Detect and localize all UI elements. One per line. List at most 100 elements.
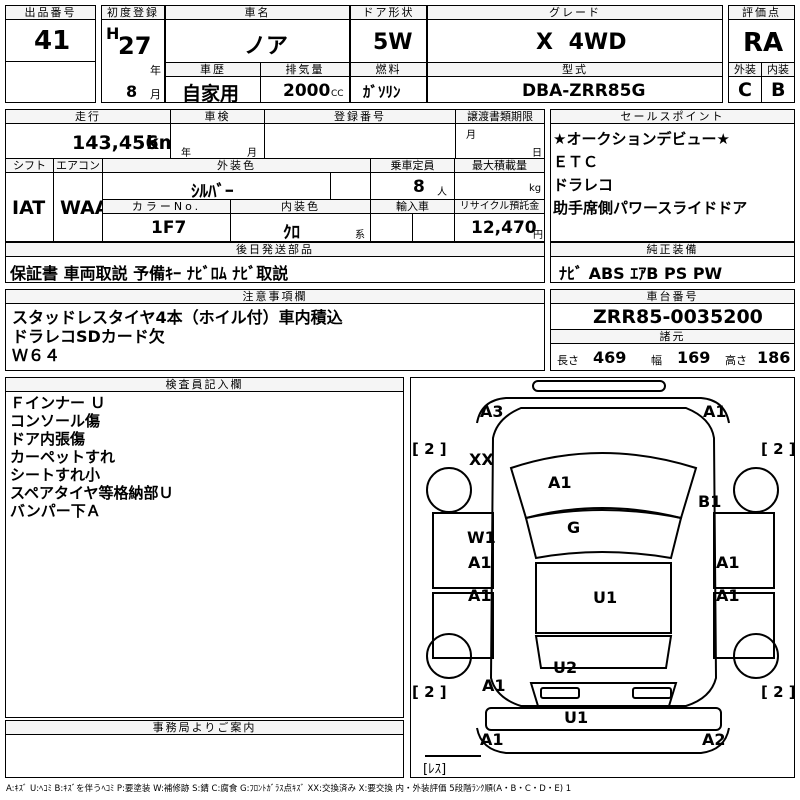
int-label: 内装 [761, 62, 795, 77]
inspector-line: コンソール傷 [10, 412, 101, 430]
later-parts: 保証書 車両取説 予備ｷｰ ﾅﾋﾞﾛﾑ ﾅﾋﾞ取説 [10, 264, 289, 283]
door-label: ドア形状 [350, 5, 427, 20]
grade-cell: X 4WD [427, 19, 723, 63]
inspection-label: 車検 [170, 109, 265, 124]
inspector-line: カーペットすれ [10, 448, 116, 466]
model: DBA-ZRR85G [522, 81, 646, 101]
ac-label: エアコン [53, 158, 103, 173]
reg-number-cell [264, 123, 456, 159]
transfer-month-unit: 月 [466, 130, 476, 141]
displacement-cell: 2000 CC [260, 76, 350, 103]
length-label: 長さ [557, 354, 579, 367]
car-diagram: A3 A1 XX A1 B1 W1 G A1 A1 A1 U1 A1 U2 A1… [410, 377, 796, 778]
era: H [106, 24, 120, 43]
int-color-label: 内装色 [230, 199, 371, 214]
import-cell-2 [412, 213, 455, 242]
transfer-cell: 月 日 [455, 123, 545, 159]
transfer-day-unit: 日 [532, 148, 542, 159]
sales-points-list: ★オークションデビュー★ ＥＴＣ ドラレコ 助手席側パワースライドドア [550, 123, 795, 242]
ext-label: 外装 [728, 62, 762, 77]
shift-label: シフト [5, 158, 54, 173]
door-type: 5W [373, 30, 413, 55]
mileage-cell: 143,456 km [5, 123, 178, 159]
height: 186 [757, 348, 791, 367]
sales-point-item: 助手席側パワースライドドア [553, 199, 748, 217]
displacement-label: 排気量 [260, 62, 350, 77]
width-label: 幅 [651, 354, 662, 367]
history-label: 車歴 [165, 62, 261, 77]
damage-mark: A3 [480, 402, 504, 421]
specs-label: 諸元 [550, 329, 795, 344]
recycle-cell: 12,470 円 [454, 213, 545, 242]
int-color-unit: 系 [355, 230, 365, 241]
inspection-year-unit: 年 [181, 148, 191, 159]
reg-month: 8 [126, 82, 138, 101]
int-score: B [771, 79, 786, 101]
car-name: ノア [244, 34, 289, 59]
damage-mark: A1 [482, 676, 506, 695]
damage-mark: B1 [698, 492, 722, 511]
grade: X 4WD [536, 30, 627, 55]
later-parts-cell: 保証書 車両取説 予備ｷｰ ﾅﾋﾞﾛﾑ ﾅﾋﾞ取説 [5, 256, 545, 283]
damage-mark: A1 [480, 730, 504, 749]
sales-point-item: ★オークションデビュー★ [553, 130, 730, 148]
damage-mark: U1 [564, 708, 589, 727]
inspector-line: バンパー下Ａ [10, 502, 101, 520]
chassis-cell: ZRR85-0035200 [550, 303, 795, 330]
name-label: 車名 [165, 5, 350, 20]
color-no-label: カラーNo. [102, 199, 231, 214]
reg-year: 27 [118, 32, 152, 60]
inspector-notes: Ｆインナー Ｕ コンソール傷 ドア内張傷 カーペットすれ シートすれ小 スペアタ… [5, 391, 404, 718]
ext-cell: C [728, 76, 762, 103]
lot-label: 出品番号 [5, 5, 96, 20]
color: ｼﾙﾊﾞｰ [191, 182, 234, 202]
damage-mark: A1 [716, 586, 740, 605]
int-color-cell: ｸﾛ 系 [230, 213, 371, 243]
ext-score: C [738, 79, 752, 101]
mileage-label: 走行 [5, 109, 171, 124]
lot-cell: 41 [5, 19, 96, 62]
sales-point-item: ドラレコ [553, 176, 614, 194]
int-color: ｸﾛ [283, 223, 300, 243]
recycle-unit: 円 [533, 230, 543, 241]
first-reg-label: 初度登録 [101, 5, 165, 20]
damage-mark: A1 [468, 553, 492, 572]
mileage: 143,456 [72, 132, 159, 154]
name-cell: ノア [165, 19, 350, 63]
damage-mark: A1 [703, 402, 727, 421]
tire-depth: [ 2 ] [761, 440, 796, 458]
color-no-cell: 1F7 [102, 213, 231, 242]
first-reg-cell: H 27 年 8 月 [101, 19, 165, 103]
genuine-label: 純正装備 [550, 242, 795, 257]
note-line: スタッドレスタイヤ4本（ホイル付）車内積込 [12, 308, 343, 327]
import-label: 輸入車 [370, 199, 455, 214]
reg-number-label: 登録番号 [264, 109, 456, 124]
history-cell: 自家用 [165, 76, 261, 105]
tire-depth: [ 2 ] [412, 683, 447, 701]
ac: WAA [60, 197, 110, 219]
model-label: 型式 [427, 62, 723, 77]
capacity-label: 乗車定員 [370, 158, 455, 173]
width: 169 [677, 348, 711, 367]
sales-point-item: ＥＴＣ [553, 153, 599, 171]
inspector-line: スペアタイヤ等格納部Ｕ [10, 484, 174, 502]
tire-depth: [ 2 ] [412, 440, 447, 458]
note-line: ドラレコSDカード欠 [12, 327, 165, 346]
damage-mark: W1 [467, 528, 496, 547]
damage-mark: U2 [553, 658, 578, 677]
month-unit: 月 [150, 88, 161, 101]
door-cell: 5W [350, 19, 427, 63]
fuel-cell: ｶﾞｿﾘﾝ [350, 76, 427, 103]
capacity-cell: 8 人 [370, 172, 455, 200]
note-line: Ｗ６４ [12, 346, 61, 365]
capacity-unit: 人 [437, 187, 447, 198]
inspector-line: ドア内張傷 [10, 430, 86, 448]
length: 469 [593, 348, 627, 367]
legend: A:ｷｽﾞ U:ﾍｺﾐ B:ｷｽﾞを伴うﾍｺﾐ P:要塗装 W:補修跡 S:錆 … [6, 784, 572, 794]
damage-mark: A1 [468, 586, 492, 605]
score-cell: RA [728, 19, 795, 63]
grade-label: グレード [427, 5, 723, 20]
transfer-label: 譲渡書類期限 [455, 109, 545, 124]
inspector-line: Ｆインナー Ｕ [10, 394, 106, 412]
fuel-label: 燃料 [350, 62, 427, 77]
